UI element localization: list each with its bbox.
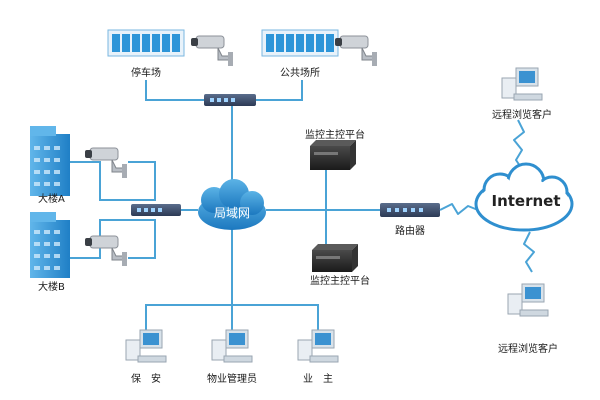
top-switch-icon <box>204 94 256 106</box>
public-place-label: 公共场所 <box>280 68 320 79</box>
router-label: 路由器 <box>395 226 425 237</box>
parking-label: 停车场 <box>131 68 161 79</box>
lan-label: 局域网 <box>213 206 251 220</box>
remote-client-bottom-label: 远程浏览客户 <box>498 344 558 355</box>
parking-monitor-icon <box>107 29 185 57</box>
router-icon <box>380 203 440 217</box>
internet-label: Internet <box>491 192 561 210</box>
monitor-platform-bottom-icon <box>312 244 358 272</box>
building-a-label: 大楼A <box>38 194 65 205</box>
network-wires <box>70 80 380 330</box>
property-manager-label: 物业管理员 <box>207 374 257 385</box>
building-b-icon <box>30 212 70 278</box>
remote-client-top-icon <box>501 67 543 101</box>
property-manager-pc-icon <box>211 329 253 363</box>
building-b-label: 大楼B <box>38 282 65 293</box>
lan-cloud-icon <box>198 179 266 230</box>
building-b-camera-icon <box>84 235 128 267</box>
security-label: 保 安 <box>131 374 161 385</box>
parking-camera-icon <box>190 35 234 67</box>
internet-cloud-icon <box>474 162 574 232</box>
internet-links <box>439 119 535 273</box>
public-place-camera-icon <box>334 35 378 67</box>
security-pc-icon <box>125 329 167 363</box>
monitor-platform-bottom-label: 监控主控平台 <box>310 276 370 287</box>
owner-pc-icon <box>297 329 339 363</box>
public-place-monitor-icon <box>261 29 339 57</box>
remote-client-top-label: 远程浏览客户 <box>492 110 552 121</box>
left-switch-icon <box>131 204 181 216</box>
owner-label: 业 主 <box>303 374 333 385</box>
remote-client-bottom-icon <box>507 283 549 317</box>
monitor-platform-top-icon <box>310 140 356 170</box>
monitor-platform-top-label: 监控主控平台 <box>305 130 365 141</box>
building-a-icon <box>30 126 70 196</box>
